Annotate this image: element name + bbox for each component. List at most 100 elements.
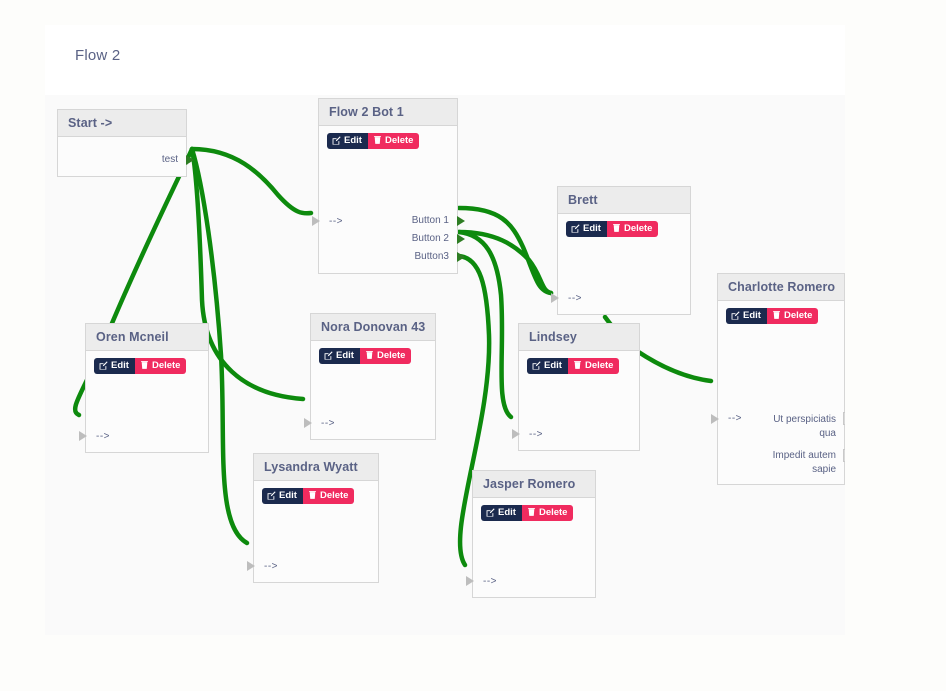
trash-icon [772, 311, 781, 320]
edge-start-to-bot1 [189, 146, 314, 216]
node-action-buttons: Edit Delete [319, 126, 457, 149]
node-start[interactable]: Start -> test [57, 109, 194, 177]
pencil-square-icon [99, 361, 108, 370]
node-oren-mcneil[interactable]: Oren Mcneil Edit Delete [79, 323, 209, 453]
input-connector-icon[interactable] [512, 429, 520, 439]
node-ports: --> [304, 414, 435, 438]
output-connector-icon-1[interactable] [843, 412, 845, 425]
trash-icon [573, 361, 582, 370]
node-body: Edit Delete --> [247, 481, 378, 581]
edit-button-label: Edit [336, 350, 354, 361]
pencil-square-icon [486, 508, 495, 517]
edit-button[interactable]: Edit [726, 308, 767, 324]
input-connector-icon[interactable] [551, 293, 559, 303]
node-lysandra-wyatt[interactable]: Lysandra Wyatt Edit Delete [247, 453, 379, 583]
flow-header-band: Flow 2 [45, 25, 845, 95]
trash-icon [308, 491, 317, 500]
port-row-in-out-1[interactable]: --> Ut perspiciatis qua [711, 412, 845, 441]
delete-button[interactable]: Delete [567, 358, 620, 374]
input-port-label: --> [96, 430, 110, 442]
pencil-square-icon [731, 311, 740, 320]
port-row-input[interactable]: --> [247, 557, 378, 575]
output-connector-icon-2[interactable] [843, 449, 845, 462]
output-port-label-1: Ut perspiciatis qua [773, 414, 836, 439]
node-title: Oren Mcneil [86, 324, 208, 351]
input-port-label: --> [321, 417, 335, 429]
edit-button[interactable]: Edit [527, 358, 568, 374]
node-ports: --> [512, 425, 639, 449]
output-port-label-2: Button 2 [411, 233, 449, 245]
node-body: Edit Delete --> [512, 351, 639, 449]
node-ports: --> [247, 557, 378, 581]
node-charlotte-romero[interactable]: Charlotte Romero Edit Delete [711, 273, 845, 485]
port-row-out-3[interactable]: Button3 [319, 248, 465, 266]
port-row-input[interactable]: --> [466, 572, 595, 590]
node-flow-2-bot-1[interactable]: Flow 2 Bot 1 Edit Delete [312, 98, 465, 274]
edge-bot1-b2-to-lindsey [456, 229, 514, 420]
input-connector-icon[interactable] [304, 418, 312, 428]
input-port-label: --> [529, 428, 543, 440]
input-connector-icon[interactable] [79, 431, 87, 441]
delete-button[interactable]: Delete [367, 133, 420, 149]
port-row-output[interactable]: test [58, 151, 194, 169]
flow-canvas[interactable]: Start -> test Flow 2 Bot 1 [45, 95, 845, 635]
port-row-input[interactable]: --> [551, 289, 690, 307]
node-brett[interactable]: Brett Edit Delete [551, 186, 691, 315]
node-body: Edit Delete --> [304, 341, 435, 438]
node-title: Charlotte Romero [718, 274, 844, 301]
port-row-out-2[interactable]: Impedit autem sapie [718, 441, 845, 477]
pencil-square-icon [324, 351, 333, 360]
node-body: Edit Delete --> [79, 351, 208, 451]
edit-button-label: Edit [544, 360, 562, 371]
port-row-in-out-1[interactable]: --> Button 1 [312, 212, 465, 230]
node-body: Edit Delete --> Ut perspiciatis qua [711, 301, 845, 483]
page-title: Flow 2 [75, 47, 121, 64]
delete-button[interactable]: Delete [302, 488, 355, 504]
input-port-label: --> [264, 560, 278, 572]
edit-button[interactable]: Edit [94, 358, 135, 374]
node-action-buttons: Edit Delete [718, 301, 844, 324]
output-port-label-1: Button 1 [411, 215, 449, 227]
edit-button[interactable]: Edit [319, 348, 360, 364]
delete-button-label: Delete [783, 310, 813, 321]
delete-button[interactable]: Delete [766, 308, 819, 324]
node-title: Brett [558, 187, 690, 214]
edit-button[interactable]: Edit [327, 133, 368, 149]
input-connector-icon[interactable] [711, 414, 719, 424]
port-row-input[interactable]: --> [512, 425, 639, 443]
node-lindsey[interactable]: Lindsey Edit Delete [512, 323, 640, 451]
input-connector-icon[interactable] [466, 576, 474, 586]
port-row-input[interactable]: --> [304, 414, 435, 432]
input-port-label: --> [568, 292, 582, 304]
output-connector-icon-3[interactable] [457, 252, 465, 262]
trash-icon [365, 351, 374, 360]
port-row-out-2[interactable]: Button 2 [319, 230, 465, 248]
input-connector-icon[interactable] [247, 561, 255, 571]
output-port-label-3: Button3 [414, 251, 449, 263]
edit-button[interactable]: Edit [262, 488, 303, 504]
output-connector-icon[interactable] [186, 155, 194, 165]
port-row-input[interactable]: --> [79, 427, 208, 445]
delete-button-label: Delete [319, 490, 349, 501]
edit-button-label: Edit [111, 360, 129, 371]
edit-button[interactable]: Edit [566, 221, 607, 237]
output-connector-icon-1[interactable] [457, 216, 465, 226]
delete-button[interactable]: Delete [134, 358, 187, 374]
edit-button-label: Edit [279, 490, 297, 501]
delete-button-label: Delete [384, 135, 414, 146]
edit-button[interactable]: Edit [481, 505, 522, 521]
delete-button[interactable]: Delete [606, 221, 659, 237]
delete-button[interactable]: Delete [521, 505, 574, 521]
input-connector-icon[interactable] [312, 216, 320, 226]
delete-button[interactable]: Delete [359, 348, 412, 364]
delete-button-label: Delete [584, 360, 614, 371]
node-jasper-romero[interactable]: Jasper Romero Edit Delete [466, 470, 596, 598]
node-title: Lindsey [519, 324, 639, 351]
node-nora-donovan-43[interactable]: Nora Donovan 43 Edit Delete [304, 313, 436, 440]
trash-icon [373, 136, 382, 145]
node-ports: test [58, 151, 194, 175]
output-connector-icon-2[interactable] [457, 234, 465, 244]
edge-bot1-b1-to-brett [456, 205, 554, 296]
trash-icon [612, 224, 621, 233]
node-body: Edit Delete --> [466, 498, 595, 596]
